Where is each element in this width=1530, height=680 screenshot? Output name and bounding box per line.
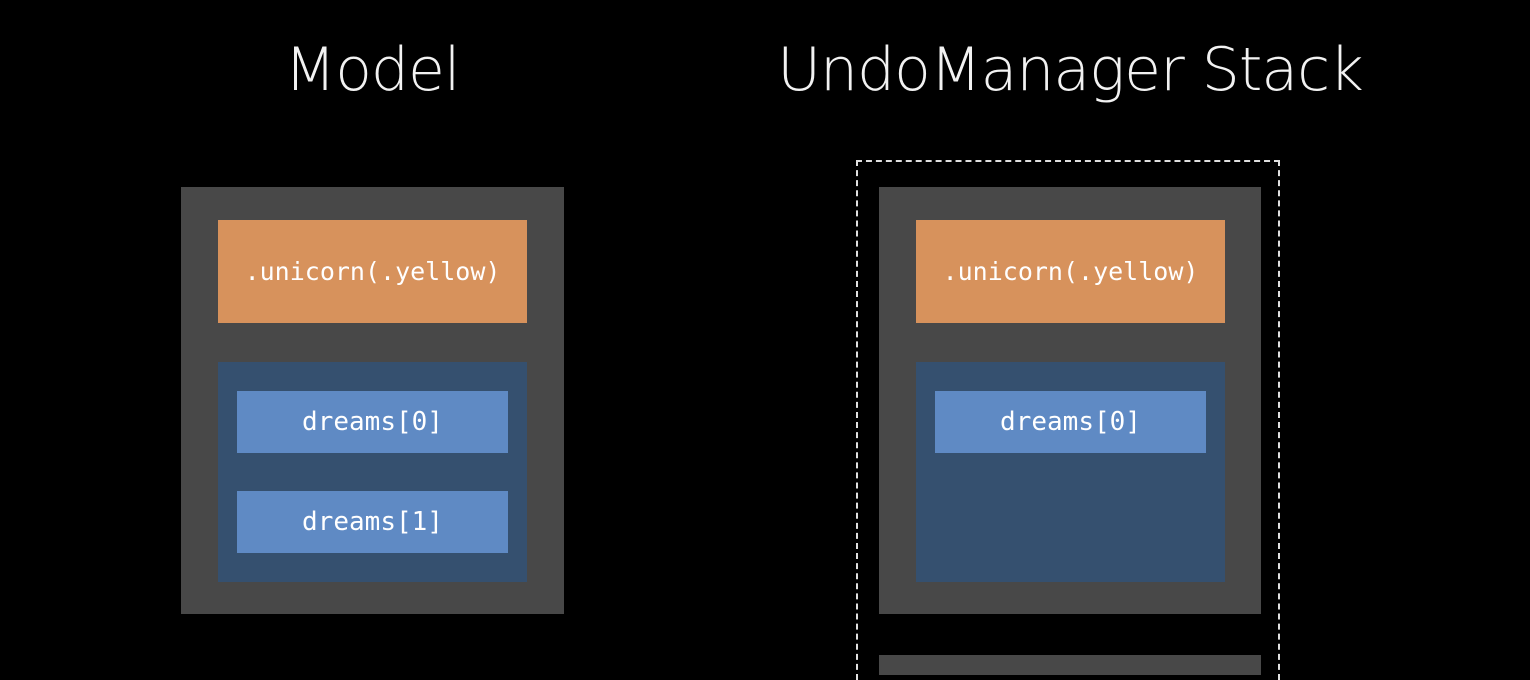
model-dream-item-1: dreams[1] — [237, 491, 508, 553]
undo-stack-frame — [856, 160, 1280, 680]
undo-stack-entry-panel: .unicorn(.yellow) dreams[0] — [879, 187, 1261, 614]
model-dreams-array: dreams[0] dreams[1] — [218, 362, 527, 582]
model-title: Model — [284, 35, 460, 105]
model-panel: .unicorn(.yellow) dreams[0] dreams[1] — [181, 187, 564, 614]
model-enum-box: .unicorn(.yellow) — [218, 220, 527, 323]
undo-stack-next-entry-panel — [879, 655, 1261, 675]
undo-dreams-array: dreams[0] — [916, 362, 1225, 582]
undo-enum-box: .unicorn(.yellow) — [916, 220, 1225, 323]
undo-dream-item-0: dreams[0] — [935, 391, 1206, 453]
undo-stack-title: UndoManager Stack — [777, 35, 1364, 105]
model-dream-item-0: dreams[0] — [237, 391, 508, 453]
